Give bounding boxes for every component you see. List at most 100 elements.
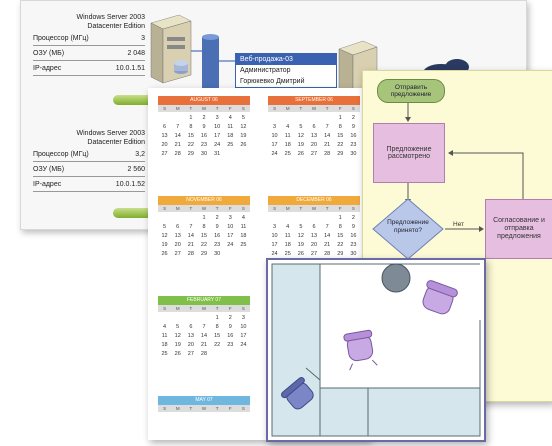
calendar-day[interactable]: 19 [297,242,304,248]
calendar-day[interactable]: 14 [187,233,194,239]
calendar-day[interactable]: 6 [176,224,180,230]
calendar-day[interactable]: 1 [189,115,193,121]
calendar-day[interactable]: 22 [214,342,221,348]
calendar-day[interactable]: 7 [189,224,193,230]
calendar-day[interactable]: 12 [161,233,168,239]
calendar-day[interactable]: 13 [310,233,318,239]
calendar-day[interactable]: 28 [200,351,208,357]
calendar-day[interactable]: 19 [240,133,247,139]
calendar-day[interactable]: 17 [271,242,278,248]
calendar-day[interactable]: 8 [338,124,342,130]
calendar-day[interactable]: 6 [163,124,167,130]
calendar-day[interactable]: 4 [228,115,232,121]
calendar-day[interactable]: 27 [174,251,181,257]
calendar-day[interactable]: 2 [351,115,355,121]
calendar-day[interactable]: 8 [215,324,219,330]
calendar-day[interactable]: 27 [310,251,318,257]
calendar-day[interactable]: 27 [187,351,194,357]
calendar-day[interactable]: 5 [163,224,167,230]
calendar-day[interactable]: 10 [214,124,221,130]
calendar-day[interactable]: 9 [228,324,232,330]
calendar-day[interactable]: 23 [200,142,208,148]
calendar-day[interactable]: 3 [273,124,277,130]
calendar-day[interactable]: 28 [187,251,194,257]
calendar-day[interactable]: 11 [240,224,247,230]
calendar-day[interactable]: 13 [174,233,181,239]
calendar-day[interactable]: 24 [271,151,278,157]
calendar-day[interactable]: 30 [350,151,357,157]
calendar-day[interactable]: 5 [176,324,180,330]
calendar-day[interactable]: 26 [297,151,304,157]
calendar-day[interactable]: 21 [187,242,194,248]
calendar-day[interactable]: 13 [161,133,168,139]
calendar-day[interactable]: 4 [286,224,290,230]
calendar-day[interactable]: 9 [202,124,206,130]
calendar-day[interactable]: 4 [241,215,245,221]
calendar-day[interactable]: 20 [310,142,318,148]
calendar-day[interactable]: 22 [337,142,344,148]
calendar-day[interactable]: 8 [202,224,206,230]
calendar-day[interactable]: 1 [215,315,219,321]
calendar-day[interactable]: 7 [325,224,329,230]
calendar-day[interactable]: 23 [227,342,234,348]
calendar-day[interactable]: 24 [214,142,221,148]
calendar-day[interactable]: 3 [241,315,245,321]
calendar-day[interactable]: 23 [214,242,221,248]
calendar-day[interactable]: 8 [338,224,342,230]
calendar-day[interactable]: 28 [324,151,331,157]
calendar-day[interactable]: 21 [324,142,331,148]
calendar-day[interactable]: 10 [271,233,278,239]
calendar-day[interactable]: 15 [200,233,208,239]
calendar-day[interactable]: 24 [271,251,278,257]
calendar-day[interactable]: 28 [174,151,181,157]
calendar-day[interactable]: 12 [174,333,181,339]
calendar-day[interactable]: 12 [240,124,247,130]
calendar-day[interactable]: 14 [324,133,331,139]
calendar-day[interactable]: 19 [161,242,168,248]
calendar-day[interactable]: 20 [174,242,181,248]
calendar-day[interactable]: 13 [187,333,194,339]
calendar-day[interactable]: 22 [187,142,194,148]
calendar-day[interactable]: 30 [350,251,357,257]
calendar-day[interactable]: 20 [187,342,194,348]
calendar-day[interactable]: 12 [297,233,304,239]
calendar-day[interactable]: 4 [286,124,290,130]
calendar-day[interactable]: 9 [215,224,219,230]
calendar-day[interactable]: 24 [240,342,247,348]
calendar-day[interactable]: 7 [202,324,206,330]
calendar-day[interactable]: 2 [202,115,206,121]
calendar-day[interactable]: 17 [271,142,278,148]
calendar-day[interactable]: 6 [312,224,316,230]
calendar-day[interactable]: 31 [214,151,221,157]
calendar-day[interactable]: 27 [161,151,168,157]
calendar-day[interactable]: 8 [189,124,193,130]
calendar-day[interactable]: 1 [202,215,206,221]
calendar-day[interactable]: 19 [297,142,304,148]
calendar-day[interactable]: 15 [214,333,221,339]
calendar-day[interactable]: 14 [200,333,208,339]
calendar-day[interactable]: 25 [284,151,291,157]
calendar-day[interactable]: 18 [284,142,291,148]
calendar-day[interactable]: 11 [161,333,168,339]
calendar-day[interactable]: 18 [161,342,168,348]
calendar-day[interactable]: 11 [284,133,291,139]
calendar-day[interactable]: 21 [324,242,331,248]
calendar-day[interactable]: 1 [338,115,342,121]
calendar-day[interactable]: 2 [351,215,355,221]
calendar-day[interactable]: 16 [227,333,234,339]
calendar-day[interactable]: 6 [312,124,316,130]
calendar-day[interactable]: 5 [299,224,303,230]
calendar-day[interactable]: 26 [174,351,181,357]
calendar-day[interactable]: 13 [310,133,318,139]
calendar-day[interactable]: 5 [299,124,303,130]
calendar-day[interactable]: 21 [200,342,208,348]
calendar-day[interactable]: 14 [174,133,181,139]
calendar-day[interactable]: 17 [227,233,234,239]
calendar-day[interactable]: 28 [324,251,331,257]
calendar-day[interactable]: 19 [174,342,181,348]
calendar-day[interactable]: 22 [200,242,208,248]
calendar-day[interactable]: 11 [284,233,291,239]
calendar-day[interactable]: 24 [227,242,234,248]
calendar-day[interactable]: 29 [187,151,194,157]
calendar-day[interactable]: 17 [240,333,247,339]
